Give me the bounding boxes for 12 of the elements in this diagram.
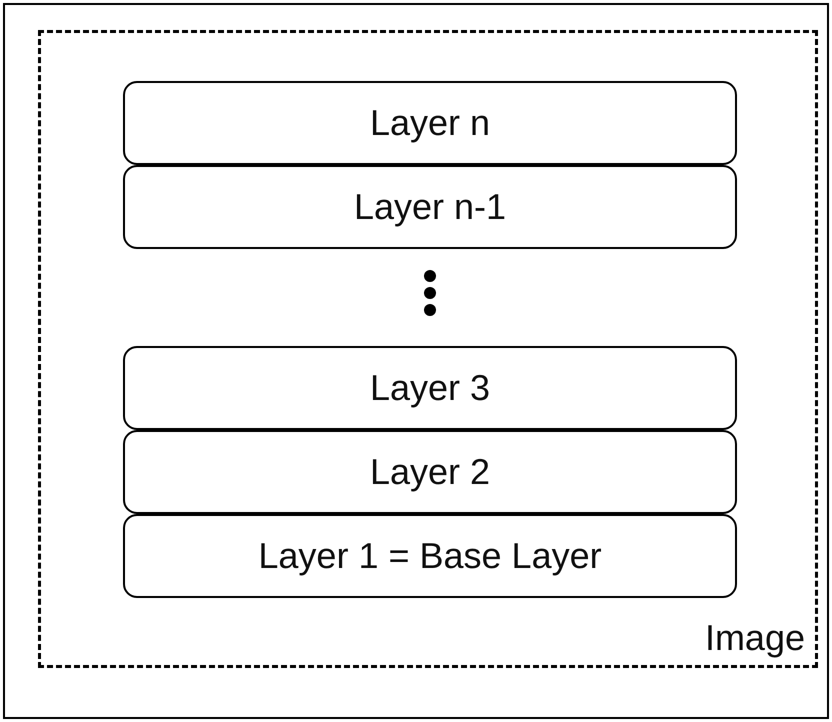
frame-title: Image	[704, 617, 805, 659]
layer-label: Layer 2	[370, 451, 490, 493]
layer-box	[123, 165, 737, 249]
layer-label: Layer n	[370, 102, 490, 144]
layer-box	[123, 430, 737, 514]
layer-label: Layer 3	[370, 367, 490, 409]
layer-box	[123, 514, 737, 598]
layer-box	[123, 346, 737, 430]
dashed-frame	[38, 30, 818, 668]
layer-label: Layer 1 = Base Layer	[258, 535, 602, 577]
layer-box	[123, 81, 737, 165]
layer-label: Layer n-1	[354, 186, 506, 228]
